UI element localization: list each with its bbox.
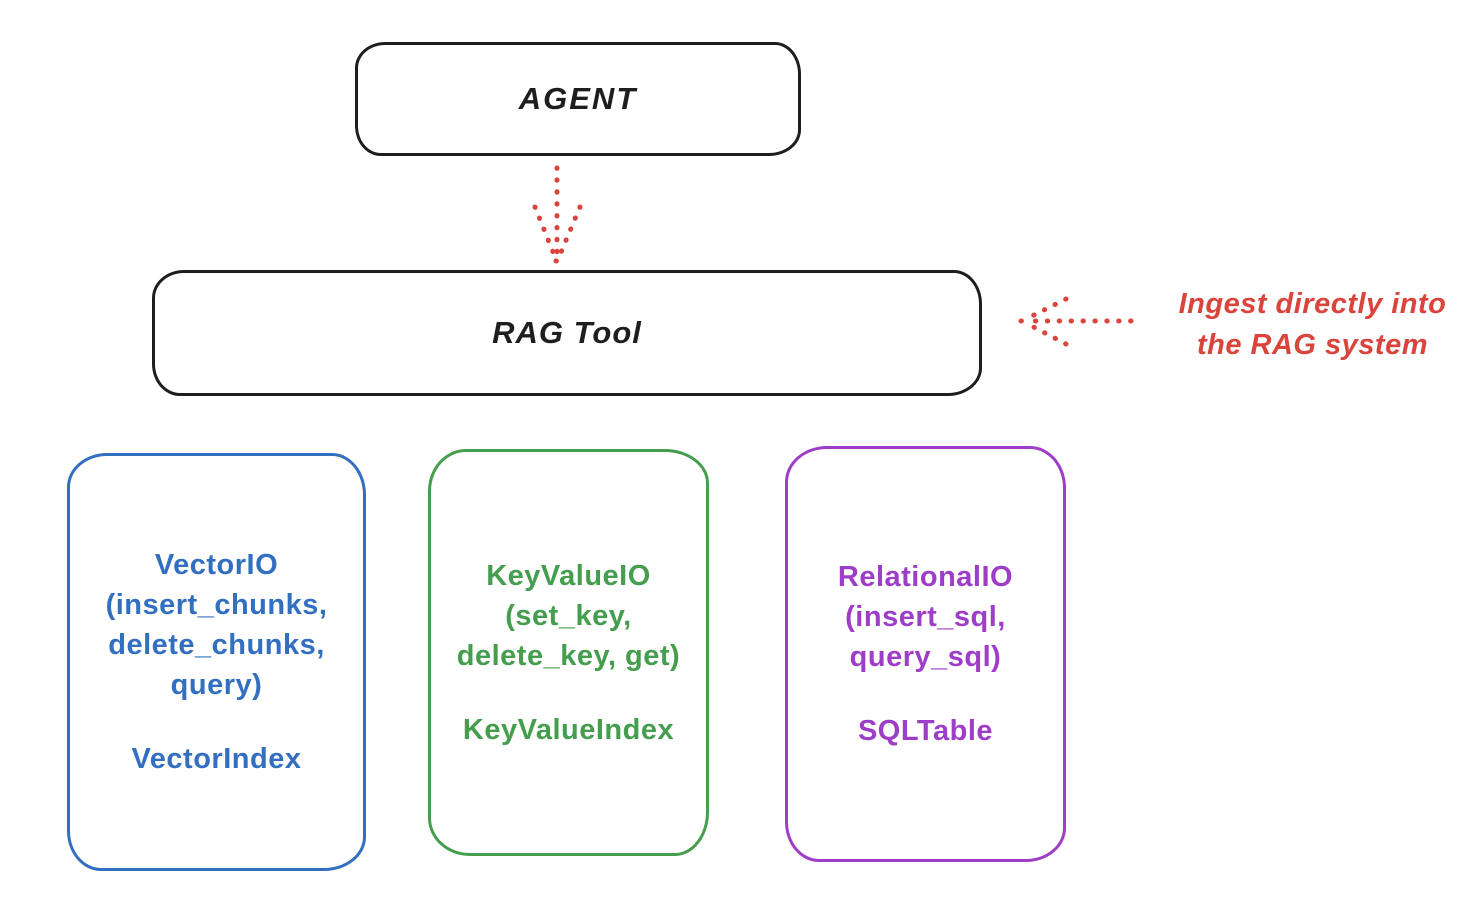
- key-value-io-line-2: (set_key,: [505, 599, 632, 632]
- vector-io-line-4: query): [170, 669, 263, 701]
- relational-io-line-2: (insert_sql,: [845, 601, 1006, 633]
- spacer: [441, 676, 696, 710]
- spacer: [80, 705, 353, 739]
- key-value-index-label: KeyValueIndex: [462, 713, 675, 746]
- key-value-io-line-1: KeyValueIO: [486, 559, 651, 592]
- agent-label: AGENT: [518, 81, 638, 116]
- key-value-io-text: KeyValueIO (set_key, delete_key, get) Ke…: [441, 556, 696, 750]
- annotation-to-rag-arrow: [1018, 296, 1134, 347]
- relational-io-node: RelationalIO (insert_sql, query_sql) SQL…: [785, 446, 1066, 862]
- relational-io-line-1: RelationalIO: [837, 561, 1014, 593]
- vector-io-line-1: VectorIO: [154, 549, 279, 581]
- key-value-io-line-3: delete_key, get): [456, 639, 681, 672]
- ingest-annotation: Ingest directly into the RAG system: [1140, 284, 1484, 366]
- agent-node: AGENT: [355, 42, 801, 156]
- agent-to-rag-arrow: [532, 165, 583, 264]
- spacer: [798, 677, 1053, 711]
- vector-io-line-3: delete_chunks,: [108, 629, 325, 661]
- relational-io-line-3: query_sql): [849, 641, 1002, 673]
- vector-io-text: VectorIO (insert_chunks, delete_chunks, …: [80, 545, 353, 779]
- vector-index-label: VectorIndex: [131, 743, 302, 775]
- rag-tool-node: RAG Tool: [152, 270, 982, 396]
- ingest-annotation-line-2: the RAG system: [1196, 329, 1428, 361]
- vector-io-node: VectorIO (insert_chunks, delete_chunks, …: [67, 453, 366, 871]
- relational-io-text: RelationalIO (insert_sql, query_sql) SQL…: [798, 557, 1053, 751]
- vector-io-line-2: (insert_chunks,: [105, 589, 328, 621]
- rag-tool-label: RAG Tool: [492, 315, 642, 350]
- key-value-io-node: KeyValueIO (set_key, delete_key, get) Ke…: [428, 449, 709, 856]
- ingest-annotation-line-1: Ingest directly into: [1178, 288, 1447, 320]
- sql-table-label: SQLTable: [857, 715, 994, 747]
